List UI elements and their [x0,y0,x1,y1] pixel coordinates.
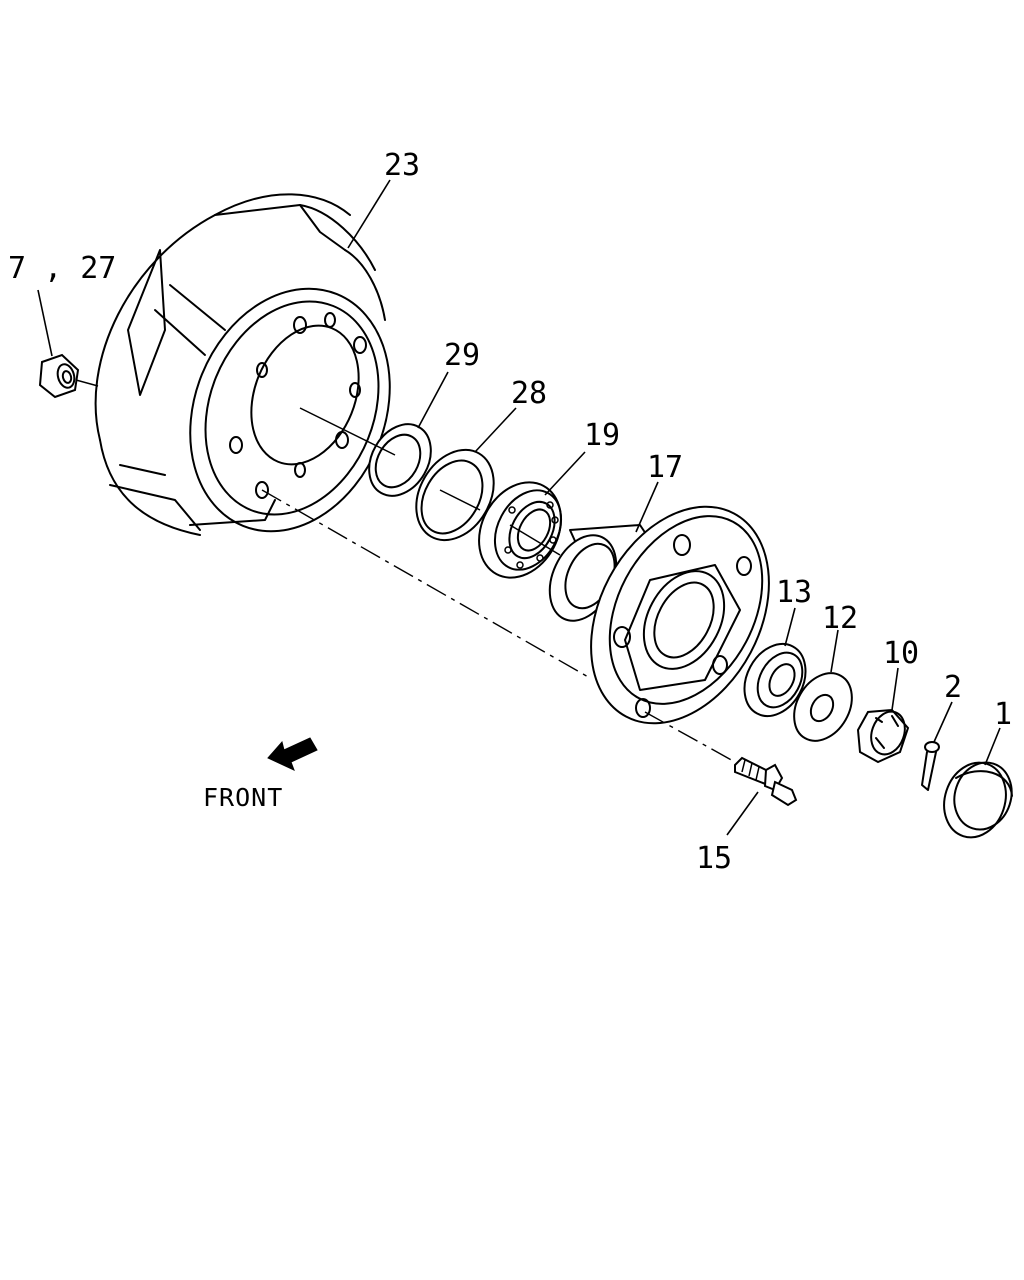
label-part-1: 1 [994,697,1012,732]
cotter-pin-part-2 [921,741,940,791]
leader-lines [37,179,1001,836]
label-part-12: 12 [822,601,858,636]
wheel-nut-part-7-27 [38,353,99,399]
front-label: FRONT [203,783,283,812]
assembly-axis-lines [261,407,736,763]
label-part-7-27: 7 , 27 [8,251,116,286]
bearing-part-19 [478,481,563,579]
front-indicator: FRONT [203,737,318,812]
label-part-23: 23 [384,148,420,183]
washer-part-12 [793,672,853,742]
hub-part-17 [548,505,770,725]
label-part-2: 2 [944,670,962,705]
label-part-15: 15 [696,841,732,876]
hub-bolt-part-15 [734,756,798,807]
bearing-part-13 [743,642,807,718]
label-part-17: 17 [647,450,683,485]
label-part-10: 10 [883,636,919,671]
castle-nut-part-10 [856,708,910,764]
label-part-28: 28 [511,376,547,411]
arrow-down-left-icon [267,737,318,771]
part-labels: 23 7 , 27 29 28 19 17 13 12 10 2 1 15 [8,148,1012,876]
hub-cap-part-1 [943,761,1013,839]
label-part-13: 13 [776,575,812,610]
brake-drum-part-23 [94,193,391,536]
label-part-19: 19 [584,418,620,453]
label-part-29: 29 [444,338,480,373]
